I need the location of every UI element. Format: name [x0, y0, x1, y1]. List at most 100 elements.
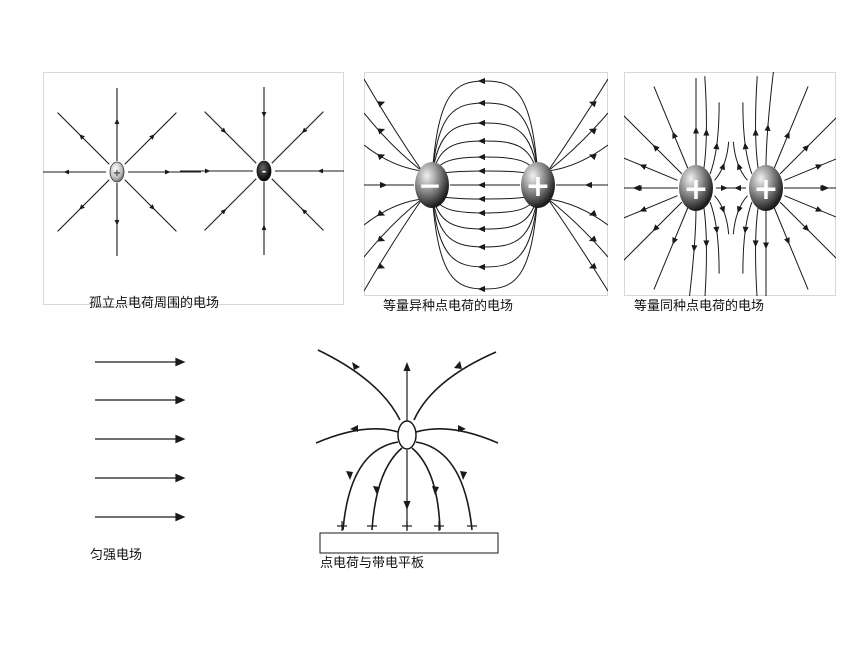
- field-arrow: [802, 224, 810, 232]
- field-arrow: [584, 181, 592, 189]
- radial-field-line: [57, 179, 110, 232]
- dipole-outer-line: [547, 78, 608, 172]
- field-arrow: [588, 128, 597, 135]
- dipole-outer-line: [364, 198, 423, 226]
- dipole-outer-line: [364, 198, 423, 258]
- same-sign-field-line: [755, 206, 759, 296]
- same-sign-field-line: [773, 206, 809, 290]
- field-arrow: [763, 242, 769, 250]
- caption-uniform: 匀强电场: [90, 548, 143, 563]
- isolated-charges-frame: [43, 72, 344, 305]
- field-arrow: [672, 237, 678, 245]
- negative-charge-field-lines: [180, 87, 344, 255]
- field-arrow: [377, 262, 386, 269]
- same-sign-field-line: [755, 76, 759, 170]
- field-arrow: [737, 162, 743, 171]
- same-right-sign: +: [753, 172, 778, 207]
- plate-charge-marks: [337, 521, 477, 531]
- same-sign-field-line: [784, 158, 836, 181]
- radial-field-line: [271, 111, 324, 164]
- same-left-sign: +: [683, 172, 708, 207]
- field-arrow: [693, 126, 699, 134]
- field-arrow: [477, 99, 485, 107]
- charge-plate-diagram: [315, 349, 499, 554]
- same-sign-field-line: [624, 195, 678, 219]
- field-arrow: [261, 224, 267, 230]
- field-arrow: [815, 164, 823, 170]
- field-arrow: [652, 224, 660, 232]
- same-sign-field-lines: [624, 72, 836, 296]
- dipole-outer-line: [364, 112, 423, 172]
- field-arrow: [588, 209, 597, 216]
- dipole-outer-line: [547, 198, 608, 226]
- same-sign-field-line: [624, 201, 683, 261]
- isolated-negative-charge: [256, 160, 272, 182]
- isolated-negative-sign: -: [262, 165, 267, 178]
- same-right-charge: [749, 165, 783, 211]
- charged-plate: [319, 532, 499, 554]
- field-arrow: [713, 226, 720, 234]
- same-sign-field-line: [779, 117, 836, 175]
- isolated-positive-charge: [109, 161, 125, 183]
- field-arrow: [588, 235, 597, 242]
- field-arrow: [477, 153, 485, 161]
- same-sign-field-line: [779, 201, 836, 259]
- dipole-outer-line: [547, 198, 608, 292]
- field-arrow: [691, 245, 698, 253]
- field-arrow: [477, 77, 485, 85]
- field-arrow: [317, 168, 323, 174]
- uniform-field-diagram: [95, 357, 186, 522]
- field-arrow: [632, 184, 640, 192]
- field-arrow: [380, 181, 388, 189]
- field-arrow: [822, 184, 830, 192]
- field-arrow: [742, 226, 749, 234]
- same-sign-field-line: [709, 102, 720, 175]
- charge-plate-arrows: [346, 361, 467, 510]
- field-arrow: [165, 169, 171, 175]
- field-arrow: [477, 225, 485, 233]
- dipole-outer-line: [364, 198, 423, 292]
- field-arrow: [63, 169, 69, 175]
- field-arrow: [652, 144, 660, 152]
- field-arrow: [377, 128, 386, 135]
- caption-isolated: 孤立点电荷周围的电场: [89, 296, 220, 311]
- field-arrow: [802, 144, 810, 152]
- field-arrow: [79, 134, 85, 140]
- field-arrow: [301, 127, 308, 134]
- same-charges-diagram: + +: [624, 72, 836, 296]
- dipole-outer-line: [547, 144, 608, 172]
- same-charges-frame: [624, 72, 836, 296]
- field-arrow: [477, 285, 485, 293]
- field-arrow: [588, 101, 597, 108]
- field-arrow: [477, 263, 485, 271]
- field-arrow: [672, 131, 678, 139]
- field-arrow: [719, 162, 725, 171]
- dipole-outer-line: [364, 78, 423, 172]
- uniform-field-lines: [95, 357, 186, 522]
- caption-plate: 点电荷与带电平板: [320, 556, 425, 571]
- field-arrow: [737, 205, 743, 214]
- radial-field-line: [204, 111, 257, 164]
- field-arrow: [149, 134, 155, 140]
- field-arrow: [784, 237, 790, 245]
- opposite-negative-sign: −: [418, 169, 441, 202]
- dipole-outer-line: [547, 198, 608, 258]
- field-arrow: [815, 206, 823, 212]
- same-sign-field-line: [703, 76, 707, 170]
- field-arrow: [764, 124, 771, 131]
- same-sign-field-line: [689, 207, 697, 296]
- field-arrow: [205, 168, 211, 174]
- same-sign-field-line: [624, 157, 678, 181]
- field-arrow: [639, 164, 647, 170]
- field-arrow: [377, 209, 386, 216]
- same-sign-field-line: [784, 195, 836, 218]
- same-sign-field-line: [742, 201, 753, 274]
- same-sign-field-line: [653, 206, 689, 290]
- field-arrow: [588, 262, 597, 269]
- field-arrow: [220, 127, 227, 134]
- caption-opposite: 等量异种点电荷的电场: [383, 299, 514, 314]
- same-sign-field-line: [624, 115, 683, 175]
- positive-charge-field-lines: [43, 88, 201, 256]
- field-arrow: [477, 181, 485, 189]
- field-arrow: [261, 112, 267, 118]
